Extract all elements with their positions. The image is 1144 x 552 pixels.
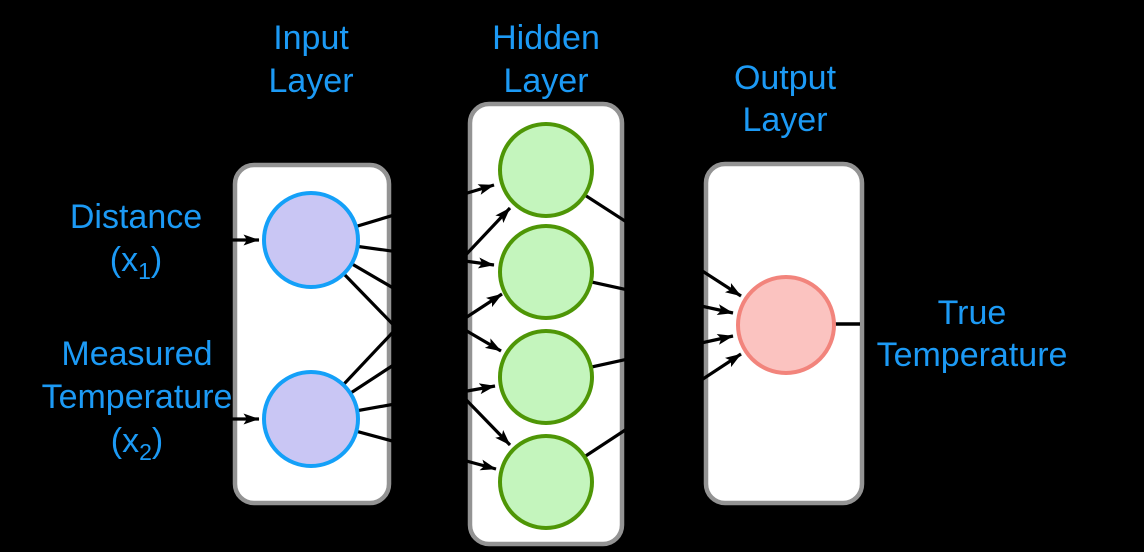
distance-input-label: Distance (x1)	[70, 198, 202, 284]
input-node-2	[262, 370, 360, 468]
hidden-node-1	[498, 122, 594, 218]
output-layer-title-line1: Output	[734, 59, 837, 97]
hidden-node-4	[498, 434, 594, 530]
measured-label-text: Measured	[61, 335, 212, 373]
hidden-node-3	[498, 329, 594, 425]
input-layer-title-line2: Layer	[268, 62, 353, 100]
true-temperature-output-label: True Temperature	[877, 294, 1068, 374]
hidden-layer-title-line2: Layer	[503, 62, 588, 100]
temperature-variable-x2: (x2)	[111, 422, 163, 465]
distance-label-text: Distance	[70, 198, 202, 236]
true-label-text: True	[938, 294, 1007, 332]
hidden-layer-title: Hidden Layer	[492, 19, 600, 100]
output-node-1	[736, 275, 836, 375]
input-node-1	[262, 191, 360, 289]
distance-variable-x1: (x1)	[110, 241, 162, 284]
input-layer-title-line1: Input	[273, 19, 349, 57]
output-layer-title: Output Layer	[734, 59, 837, 139]
true-temperature-label-text: Temperature	[877, 336, 1068, 374]
temperature-label-text: Temperature	[42, 378, 233, 416]
output-layer-title-line2: Layer	[742, 101, 827, 139]
input-layer-title: Input Layer	[268, 19, 353, 100]
hidden-node-2	[498, 224, 594, 320]
hidden-layer-title-line1: Hidden	[492, 19, 600, 57]
measured-temperature-input-label: Measured Temperature (x2)	[42, 335, 233, 465]
